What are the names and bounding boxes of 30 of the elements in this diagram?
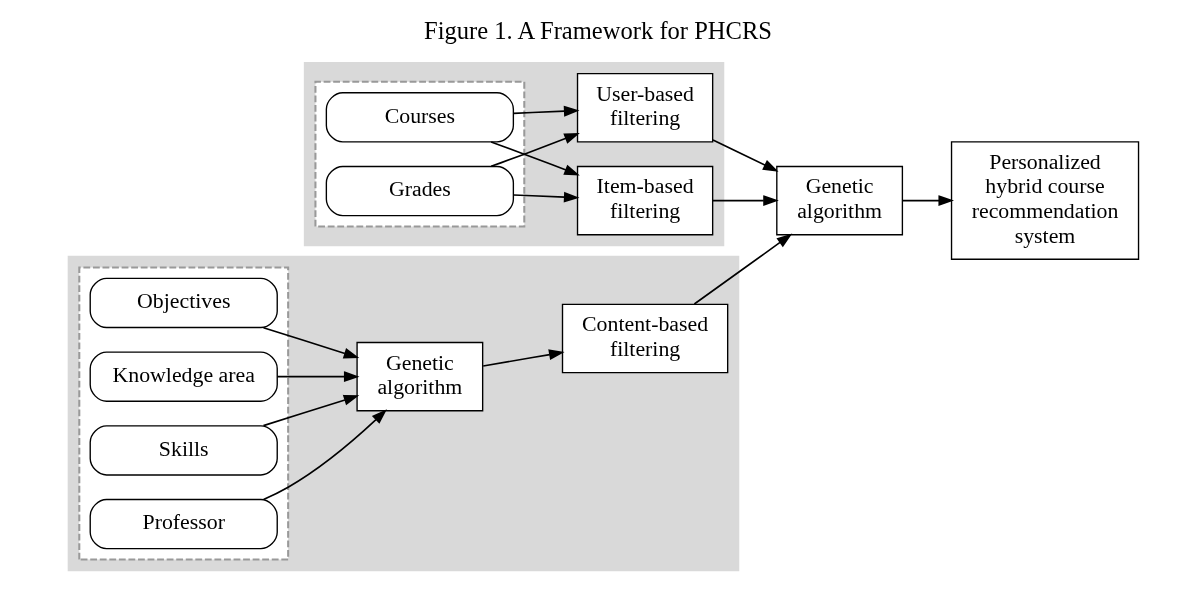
cluster	[303, 62, 724, 247]
arrow	[512, 191, 579, 203]
arrow	[276, 371, 360, 383]
node-box: Genetic algorithm	[355, 341, 483, 412]
cluster	[77, 266, 289, 561]
node-box: Content-based filtering	[561, 303, 728, 374]
arrow	[489, 141, 580, 176]
node-box: Grades	[325, 165, 514, 217]
arrow	[711, 195, 779, 207]
node-box: Item-based filtering	[576, 165, 713, 236]
arrow	[901, 195, 954, 207]
arrow	[262, 326, 359, 359]
node-box: Professor	[89, 498, 278, 550]
node-box: Knowledge area	[89, 351, 278, 402]
arrow	[512, 105, 579, 117]
arrow	[693, 233, 792, 305]
cluster	[313, 80, 525, 228]
node-box: Courses	[325, 92, 514, 143]
node-box: Personalized hybrid course recommendation system	[950, 141, 1139, 260]
arrow	[262, 409, 387, 501]
cluster	[67, 255, 739, 572]
node-box: Skills	[89, 425, 278, 476]
arrow	[489, 132, 580, 168]
diagram-title: Figure 1. A Framework for PHCRS	[423, 16, 772, 44]
node-box: Genetic algorithm	[775, 165, 903, 236]
node-box: Objectives	[89, 277, 278, 329]
arrow	[262, 394, 359, 427]
arrow	[711, 139, 779, 172]
arrow	[481, 349, 565, 367]
node-box: User-based filtering	[576, 72, 713, 143]
